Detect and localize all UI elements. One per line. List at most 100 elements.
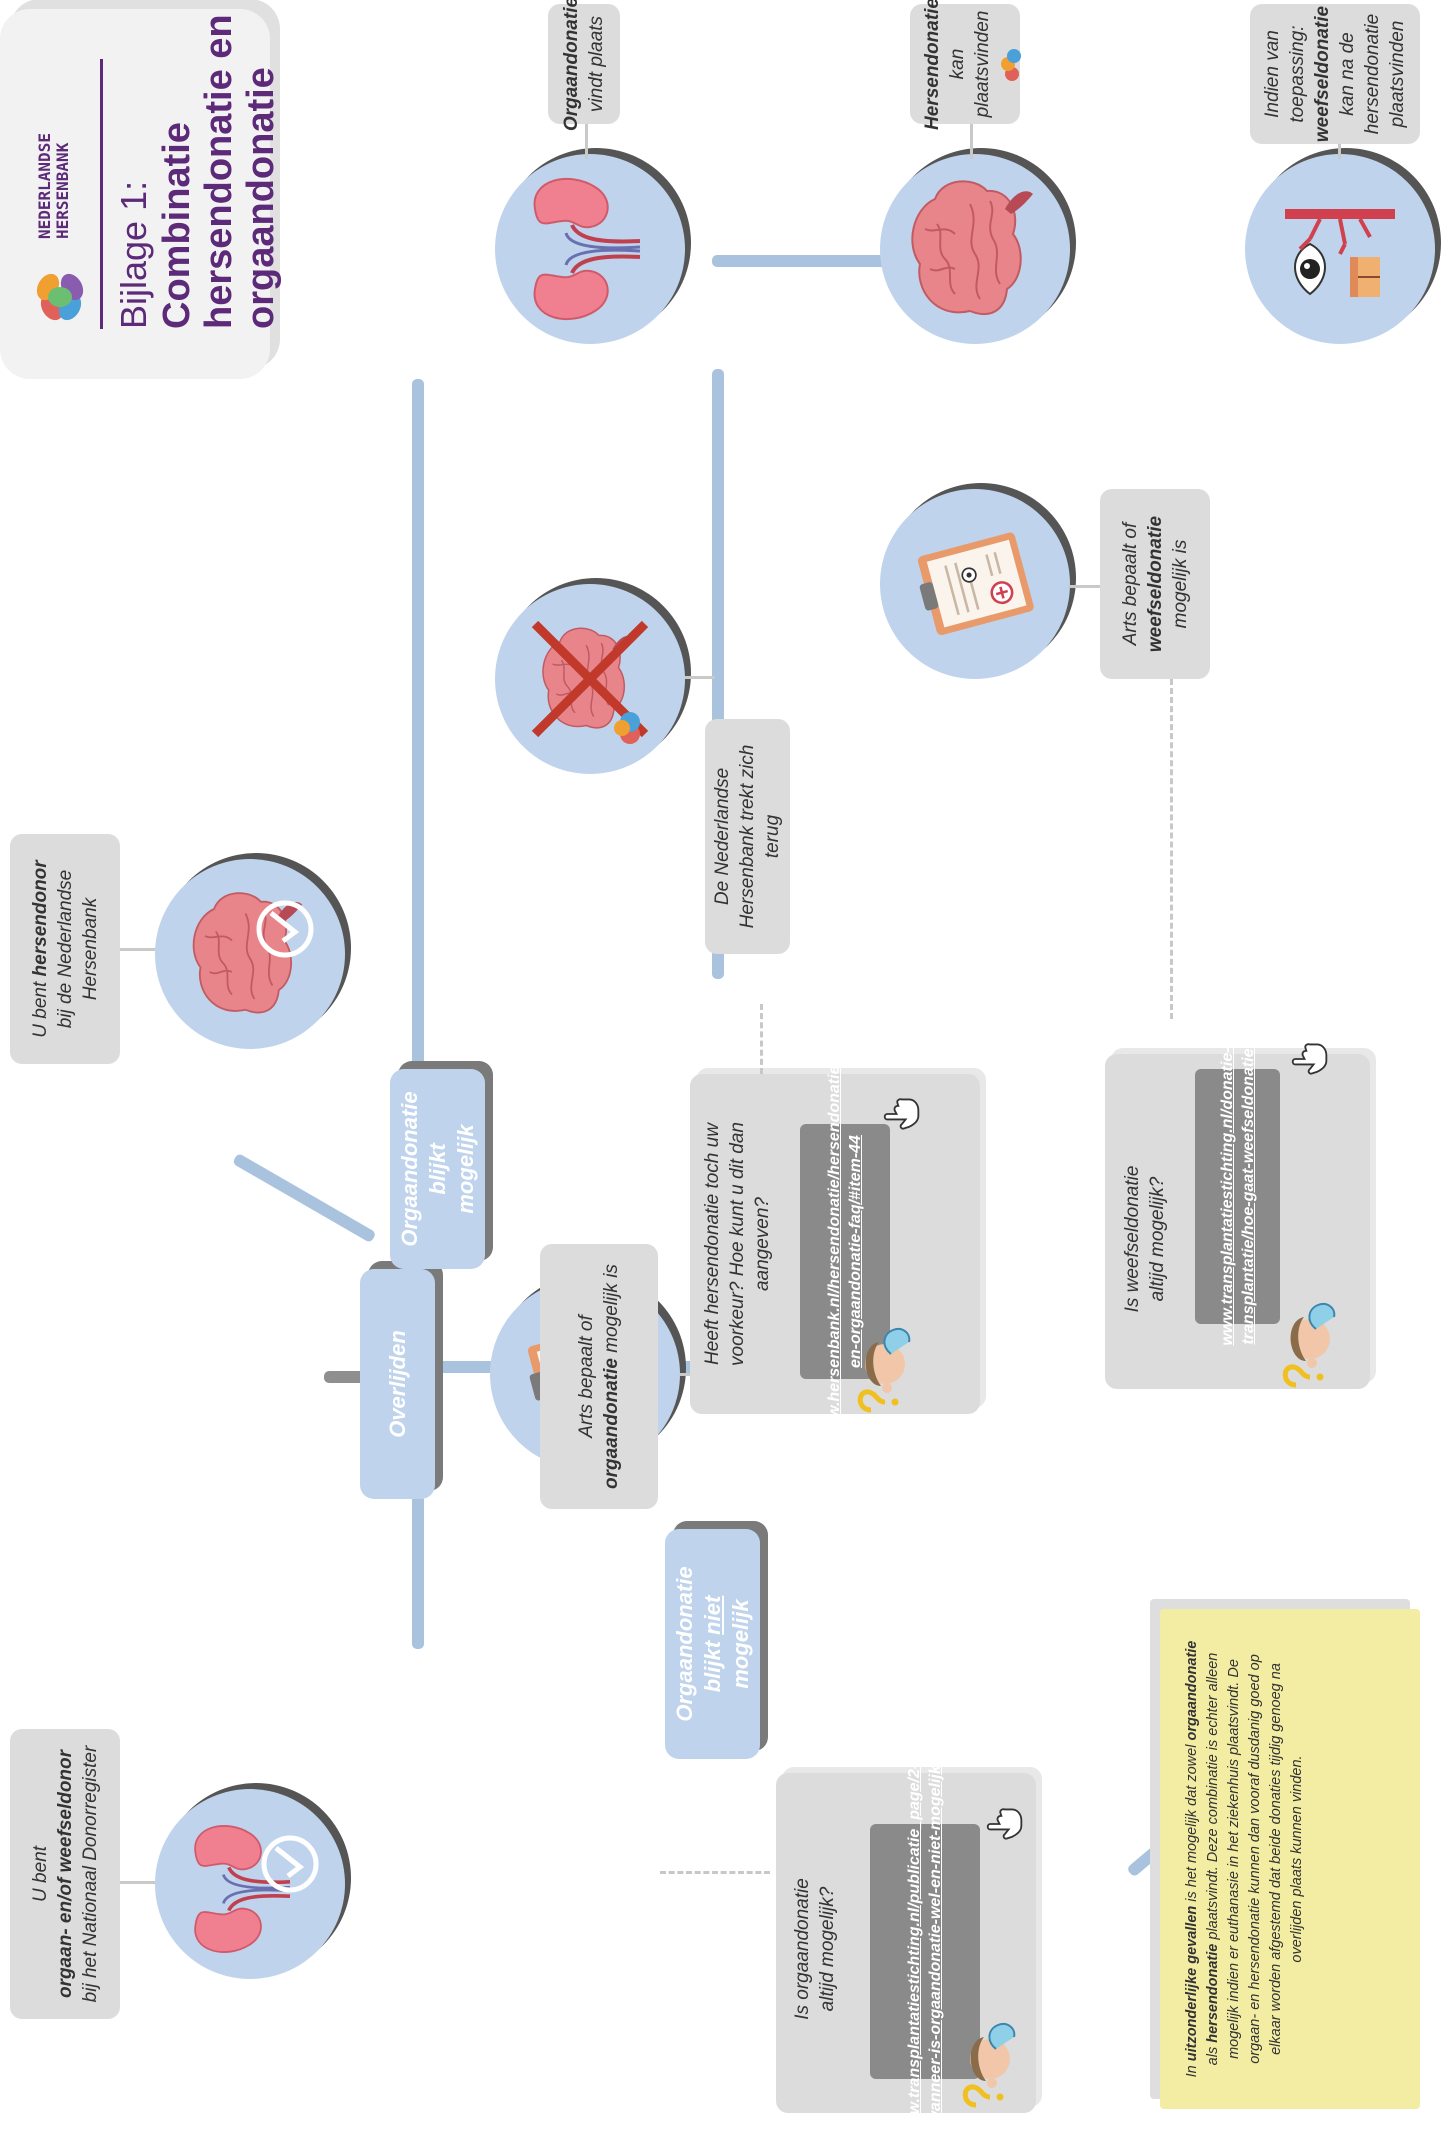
- q3-link[interactable]: www.transplantatiestichting.nl/donatie-t…: [1195, 1047, 1280, 1346]
- q2-person: [845, 1324, 925, 1414]
- q1-l1: Is orgaandonatie: [792, 1878, 813, 2020]
- title-line1: Combinatie: [156, 122, 198, 329]
- hersenbank-logo: [1001, 47, 1021, 81]
- brain-donor-pre: U bent: [29, 981, 51, 1038]
- organ-outcome-label: Orgaandonatie vindt plaats: [548, 0, 620, 131]
- organ-not-possible-box: Orgaandonatie blijkt niet mogelijk: [665, 1529, 760, 1759]
- pointing-hand-icon: [986, 1808, 1023, 1840]
- q1-person: [950, 2019, 1030, 2109]
- hersenbank-logo: [614, 712, 640, 744]
- tissue-l5: hersendonatie: [1362, 13, 1383, 135]
- organ-donor-post: bij het Nationaal Donorregister: [79, 1745, 101, 2003]
- title-line3: orgaandonatie: [240, 67, 282, 329]
- possible-l1: Orgaandonatie: [396, 1091, 422, 1247]
- withdraw-label: De Nederlandse Hersenbank trekt zich ter…: [705, 719, 790, 954]
- q2-l1: Heeft hersendonatie toch uw: [702, 1123, 723, 1365]
- brain-donor-bold: hersendonor: [29, 860, 51, 977]
- notpossible-l2a: blijkt: [699, 1640, 725, 1693]
- q2-dash: [760, 1004, 763, 1074]
- organ-outcome-post: vindt plaats: [586, 15, 607, 113]
- q1-l2: altijd mogelijk?: [817, 1886, 838, 2012]
- withdraw-connector: [685, 676, 715, 679]
- pointing-hand-icon: [883, 1098, 920, 1130]
- page-title: Bijlage 1: Combinatie hersendonatie en o…: [112, 14, 282, 329]
- withdraw-l2: Hersenbank trekt zich terug: [737, 744, 783, 929]
- brain-outcome-bold: Hersendonatie: [922, 0, 943, 130]
- brain-donor-circle: [155, 859, 345, 1049]
- notpossible-l3: mogelijk: [727, 1599, 753, 1689]
- arts-organ-post: mogelijk is: [601, 1264, 622, 1353]
- thinking-person-icon: [950, 2019, 1030, 2109]
- arts-tissue-l1: Arts bepaalt of: [1119, 522, 1141, 646]
- arts-tissue-bold: weefseldonatie: [1144, 515, 1166, 653]
- tissue-l6: plaatsvinden: [1387, 20, 1408, 128]
- possible-l3: mogelijk: [452, 1124, 478, 1214]
- q3-question: Is weefseldonatie altijd mogelijk?: [1120, 1109, 1170, 1369]
- q1-question: Is orgaandonatie altijd mogelijk?: [790, 1819, 840, 2079]
- q3-dash: [1170, 679, 1173, 1019]
- thinking-person-icon: [845, 1324, 925, 1414]
- brain-donor-label: U bent hersendonor bij de Nederlandse He…: [10, 834, 120, 1064]
- tissue-decision-circle: [880, 489, 1070, 679]
- logo-text-line1: NEDERLANDSE: [35, 133, 54, 239]
- arts-organ-bold: orgaandonatie: [601, 1358, 622, 1489]
- note-p2: is het mogelijk dat zowel: [1184, 1740, 1200, 1906]
- notpossible-l2b: niet: [699, 1595, 725, 1635]
- medical-clipboard-icon: [910, 530, 1037, 639]
- logo-text-line2: HERSENBANK: [53, 142, 72, 239]
- organ-donor-label: U bent orgaan- en/of weefseldonor bij he…: [10, 1729, 120, 2019]
- arts-tissue-label: Arts bepaalt of weefseldonatie mogelijk …: [1100, 489, 1210, 679]
- brain-outcome-circle: [880, 154, 1070, 344]
- brain-outcome-label: Hersendonatie kan plaatsvinden: [910, 0, 1021, 130]
- note-b3: hersendonatie: [1205, 1943, 1221, 2043]
- hersenbank-logo: [30, 249, 90, 329]
- tissue-l2: toepassing:: [1287, 25, 1308, 123]
- q2-hand[interactable]: [882, 1094, 922, 1134]
- tissue-outcome-circle: [1245, 154, 1435, 344]
- q2-l3: aangeven?: [752, 1196, 773, 1292]
- organ-donor-bold: orgaan- en/of weefseldonor: [54, 1749, 76, 1999]
- q2-question: Heeft hersendonatie toch uw voorkeur? Ho…: [700, 1094, 775, 1394]
- note-p3: als: [1205, 2042, 1221, 2066]
- thinking-person-icon: [1270, 1299, 1350, 1389]
- organ-outcome-connector: [585, 119, 588, 159]
- brain-outcome-post: kan plaatsvinden: [947, 10, 993, 118]
- tissue-l1: Indien van: [1262, 30, 1283, 118]
- possible-l2: blijkt: [424, 1143, 450, 1195]
- eye-tissue-icon: [1285, 209, 1395, 297]
- note-b1: uitzonderlijke gevallen: [1184, 1905, 1200, 2062]
- tissue-outcome-label: Indien van toepassing: weefseldonatie ka…: [1250, 4, 1420, 144]
- q3-l2: altijd mogelijk?: [1147, 1176, 1168, 1302]
- q3-l1: Is weefseldonatie: [1122, 1165, 1143, 1313]
- arts-tissue-post: mogelijk is: [1169, 539, 1191, 629]
- q1-hand[interactable]: [985, 1804, 1025, 1844]
- note-p1: In: [1184, 2061, 1200, 2078]
- q3-person: [1270, 1299, 1350, 1389]
- q3-hand[interactable]: [1290, 1039, 1330, 1079]
- brain-outcome-connector: [970, 119, 973, 159]
- q2-l2: voorkeur? Hoe kunt u dit dan: [727, 1122, 748, 1366]
- flow-line-brain-to-overlijden: [232, 1152, 377, 1244]
- organ-donor-pre: U bent: [29, 1846, 51, 1902]
- logo-text: NEDERLANDSE HERSENBANK: [35, 133, 72, 239]
- brain-donor-post2: Hersenbank: [79, 897, 101, 1001]
- organ-outcome-bold: Orgaandonatie: [561, 0, 582, 132]
- organ-outcome-circle: [495, 154, 685, 344]
- tissue-l4: kan na de: [1337, 32, 1358, 116]
- overlijden-box: Overlijden: [360, 1269, 435, 1499]
- organ-donor-connector: [120, 1881, 160, 1884]
- arts-organ-label: Arts bepaalt of orgaandonatie mogelijk i…: [540, 1244, 658, 1509]
- withdraw-l1: De Nederlandse: [712, 767, 733, 906]
- pointing-hand-icon: [1291, 1043, 1328, 1075]
- organ-donor-circle: [155, 1789, 345, 1979]
- kidneys-icon: [532, 176, 642, 322]
- q1-dash: [660, 1871, 770, 1874]
- notpossible-l1: Orgaandonatie: [671, 1566, 697, 1722]
- bijlage-label: Bijlage 1:: [113, 180, 154, 329]
- title-line2: hersendonatie en: [198, 14, 240, 329]
- title-divider: [100, 59, 103, 329]
- tissue-bold: weefseldonatie: [1312, 5, 1333, 143]
- brain-donor-post1: bij de Nederlandse: [54, 869, 76, 1029]
- brain-icon: [911, 180, 1034, 316]
- exception-note: In uitzonderlijke gevallen is het mogeli…: [1160, 1609, 1420, 2109]
